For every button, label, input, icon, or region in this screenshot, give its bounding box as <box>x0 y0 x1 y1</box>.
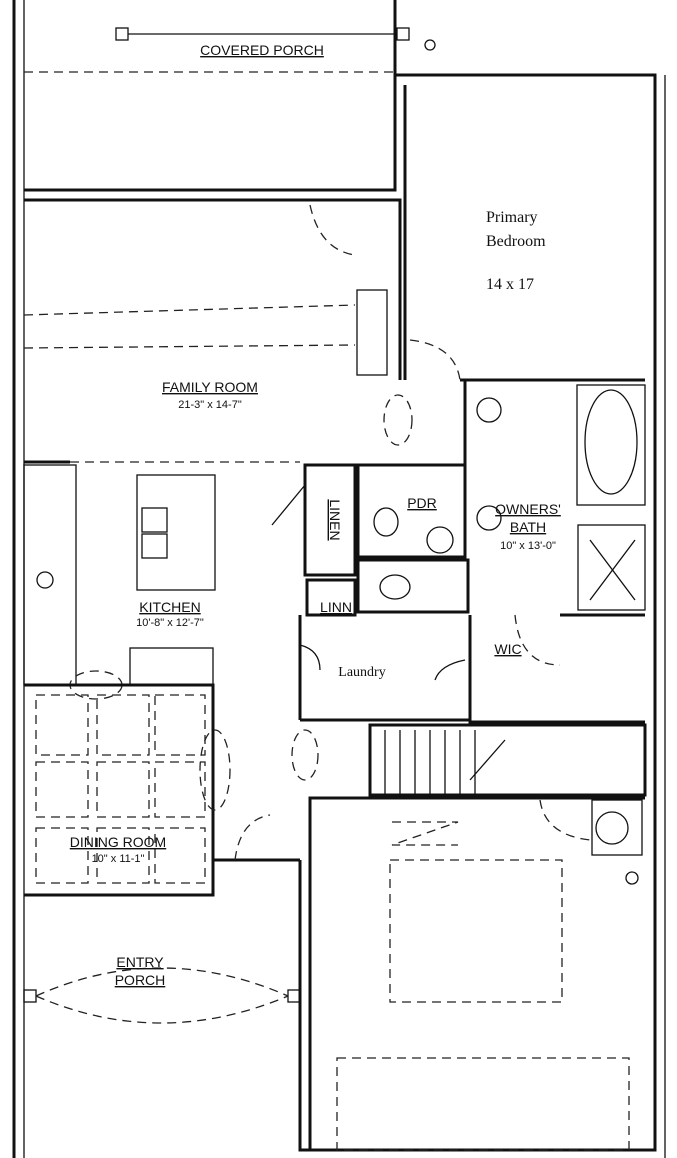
owners-bath-label-line1: OWNERS' <box>495 501 561 517</box>
linen-closet: LINEN LINN <box>271 463 357 617</box>
stairs <box>291 723 647 797</box>
hose-bib-icon <box>424 39 436 51</box>
kitchen: KITCHEN 10'-8" x 12'-7" <box>23 464 216 700</box>
sink-icon <box>141 507 168 533</box>
owners-bath-label-line2: BATH <box>510 519 546 535</box>
kitchen-size: 10'-8" x 12'-7" <box>136 617 204 629</box>
laundry-label: Laundry <box>338 665 385 680</box>
covered-porch: COVERED PORCH <box>24 27 436 73</box>
dining-room: DINING ROOM 10" x 11-1" <box>24 683 300 897</box>
linen-label: LINEN <box>327 499 343 540</box>
covered-porch-label: COVERED PORCH <box>200 42 324 58</box>
primary-bedroom-label-line1: Primary <box>486 209 538 226</box>
owners-bath-size: 10" x 13'-0" <box>500 540 556 552</box>
sink-icon <box>426 526 454 554</box>
primary-bedroom: Primary Bedroom 14 x 17 <box>403 85 645 382</box>
bathtub <box>576 384 646 506</box>
wic-label: WIC <box>494 641 521 657</box>
kitchen-island <box>136 474 216 591</box>
primary-bedroom-size: 14 x 17 <box>486 276 534 293</box>
primary-bedroom-label-line2: Bedroom <box>486 233 546 250</box>
family-room-label: FAMILY ROOM <box>162 379 258 395</box>
family-room-size: 21-3" x 14-7" <box>178 399 242 411</box>
dining-room-size: 10" x 11-1" <box>92 853 145 865</box>
entry-porch-label-line2: PORCH <box>115 972 166 988</box>
toilet-icon <box>379 574 411 600</box>
hose-bib-icon <box>625 871 639 885</box>
sink-icon <box>476 397 502 423</box>
family-room: FAMILY ROOM 21-3" x 14-7" <box>23 204 413 464</box>
toilet-icon <box>373 507 399 537</box>
wic: WIC <box>468 613 645 724</box>
dining-room-label: DINING ROOM <box>70 834 166 850</box>
laundry: Laundry <box>298 615 470 722</box>
garage <box>308 796 645 1151</box>
kitchen-label: KITCHEN <box>139 599 200 615</box>
cooktop-icon <box>36 571 54 589</box>
pdr: PDR <box>356 463 470 614</box>
exterior-walls <box>12 0 666 1158</box>
entry-porch-label-line1: ENTRY <box>116 954 164 970</box>
owners-bath: OWNERS' BATH 10" x 13'-0" <box>463 380 646 611</box>
entry-porch: ENTRY PORCH <box>23 954 301 1024</box>
shower <box>577 524 646 611</box>
linn-label: LINN <box>320 599 352 615</box>
sink-icon <box>476 505 502 531</box>
water-heater <box>591 799 643 856</box>
pdr-label: PDR <box>407 495 437 511</box>
